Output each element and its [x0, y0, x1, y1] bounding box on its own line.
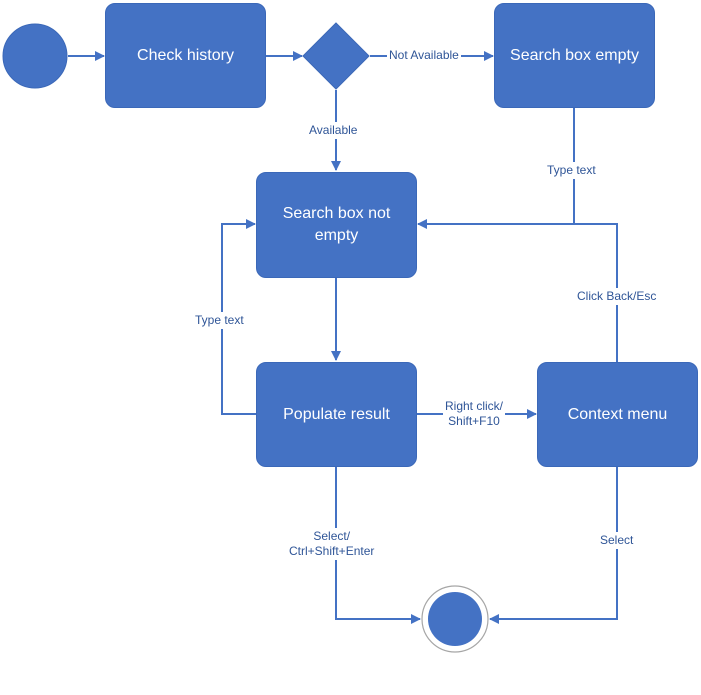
edge-label-available: Available: [307, 122, 360, 139]
edge-label-click-back-esc: Click Back/Esc: [575, 288, 659, 305]
context-menu-node: Context menu: [537, 362, 698, 467]
edge-label-select-left: Select/ Ctrl+Shift+Enter: [287, 528, 377, 560]
search-box-not-empty-node: Search box not empty: [256, 172, 417, 278]
search-box-not-empty-label: Search box not empty: [282, 205, 391, 244]
edge-label-select-left-line1: Select/: [313, 529, 351, 543]
edge-label-select-left-line2: Ctrl+Shift+Enter: [289, 544, 375, 558]
populate-result-label: Populate result: [283, 405, 390, 423]
edge-label-not-available: Not Available: [387, 47, 461, 64]
populate-result-node: Populate result: [256, 362, 417, 467]
end-node: [428, 592, 482, 646]
edge-label-right-click: Right click/ Shift+F10: [443, 398, 506, 430]
edge-label-right-click-line1: Right click/: [445, 399, 504, 413]
edge-label-type-text-right: Type text: [545, 162, 598, 179]
edge-select-left: [335, 467, 421, 624]
edge-select-right: [489, 467, 618, 624]
edge-label-right-click-line2: Shift+F10: [448, 414, 500, 428]
edge-click-back-esc: [574, 223, 618, 362]
check-history-label: Check history: [137, 46, 234, 64]
edge-label-type-text-left: Type text: [193, 312, 246, 329]
search-box-empty-node: Search box empty: [494, 3, 655, 108]
start-node: [2, 23, 68, 89]
check-history-node: Check history: [105, 3, 266, 108]
context-menu-label: Context menu: [567, 405, 668, 423]
edge-label-select-right: Select: [598, 532, 636, 549]
search-box-empty-label: Search box empty: [510, 46, 639, 64]
decision-diamond: [302, 22, 370, 90]
